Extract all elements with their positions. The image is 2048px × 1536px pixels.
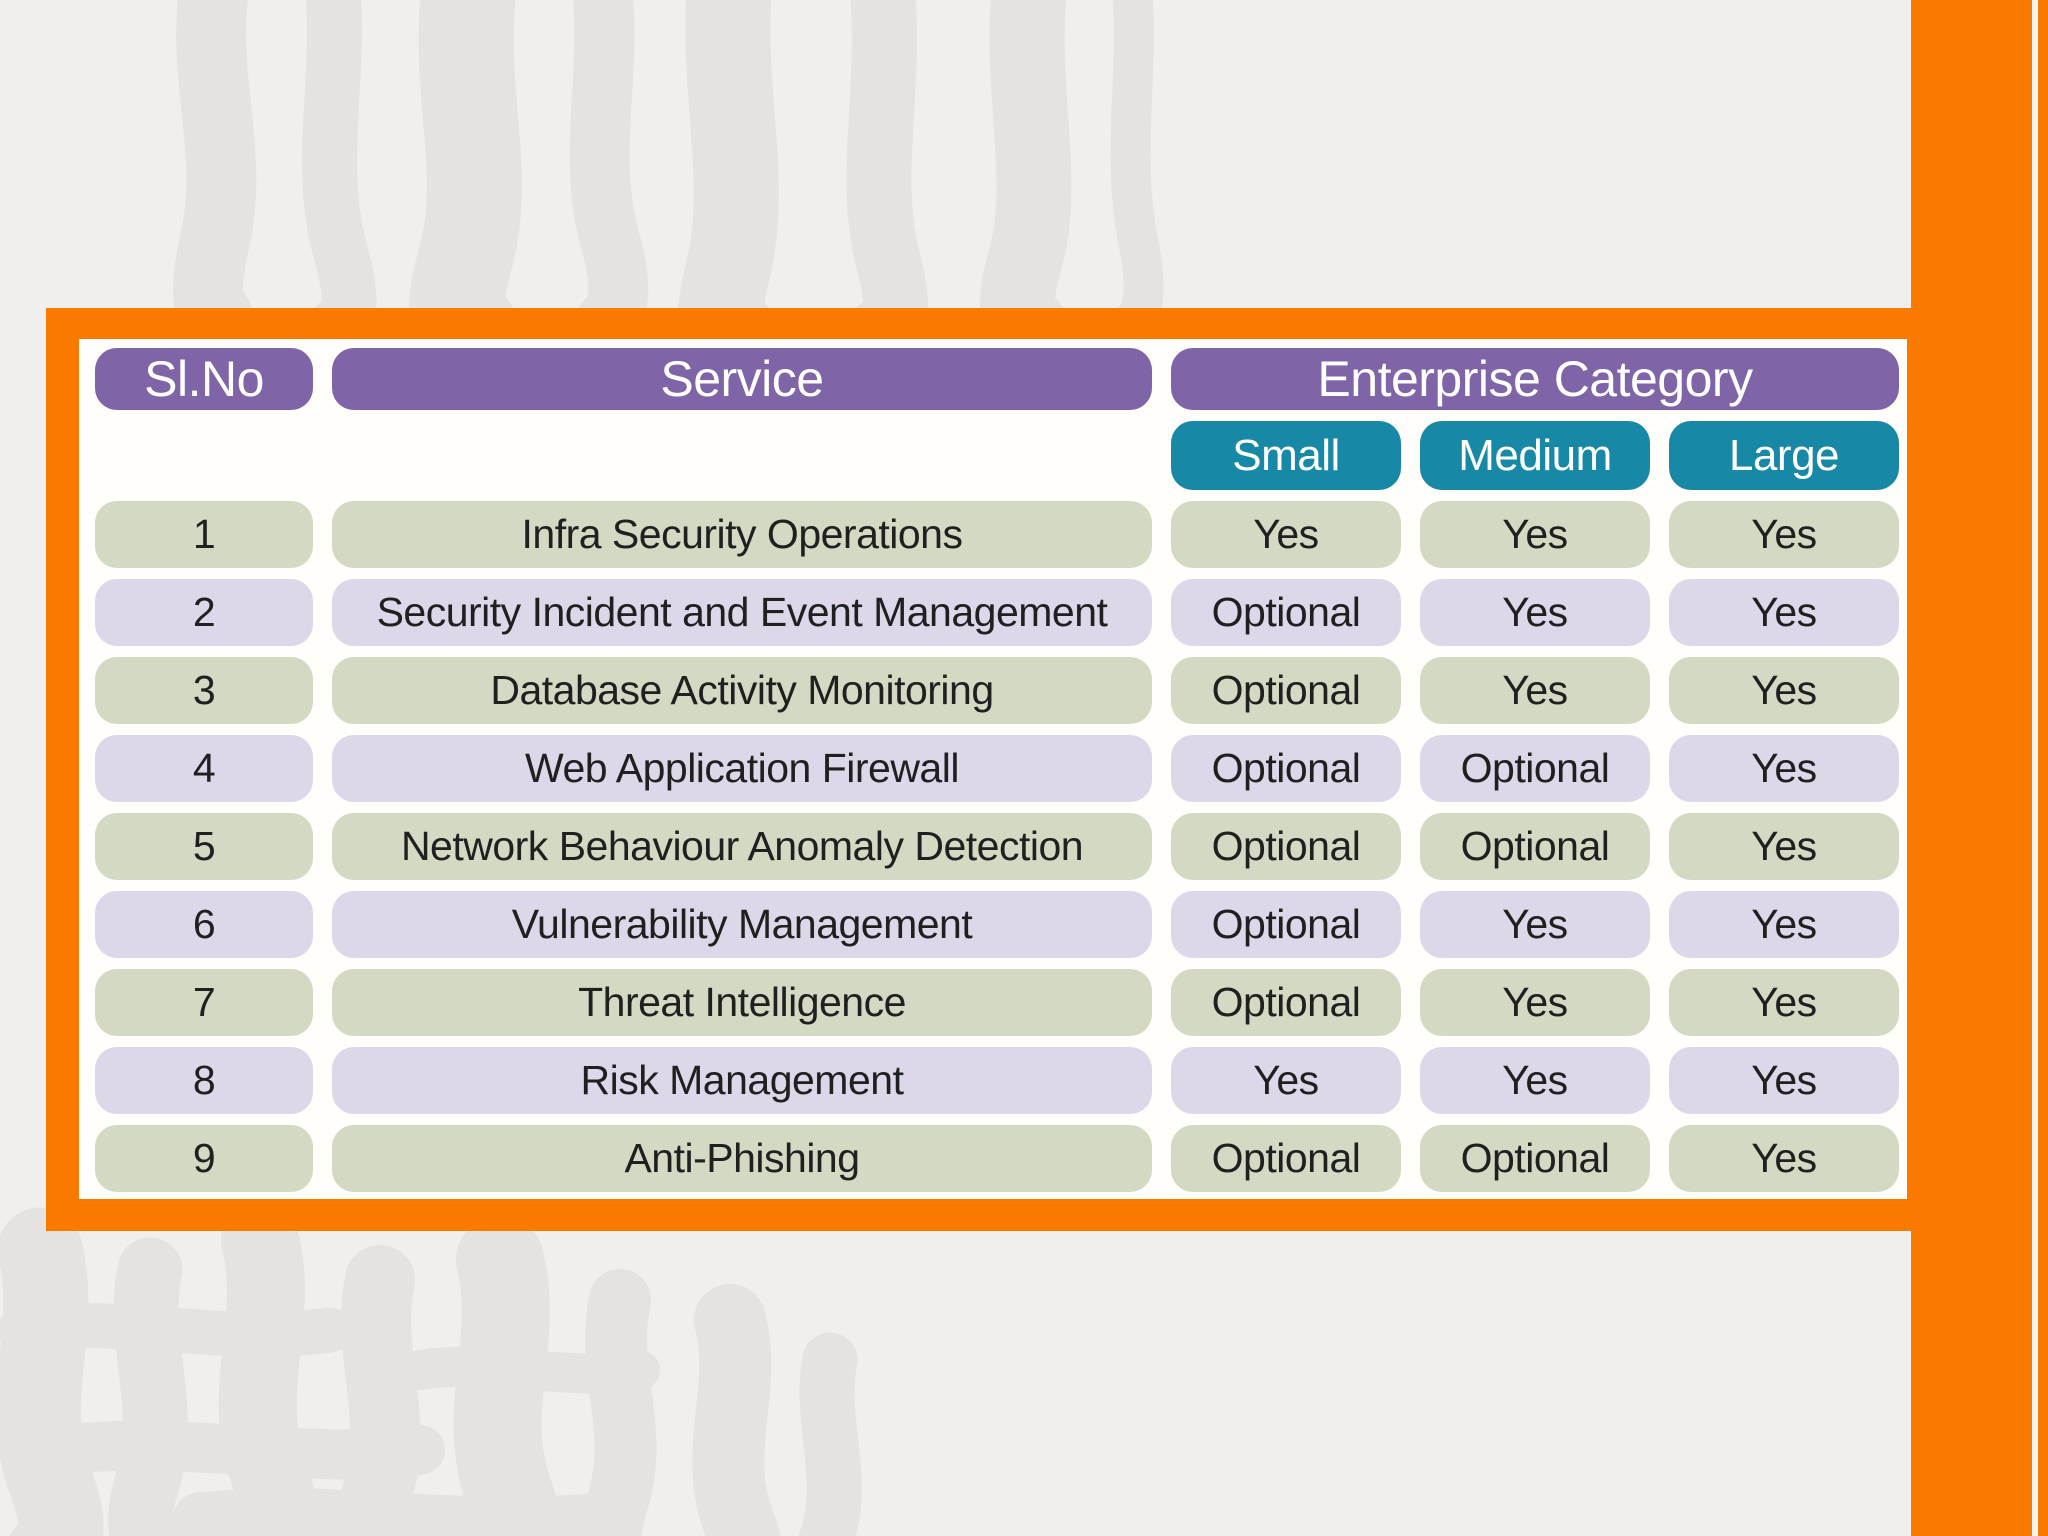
value-pill-medium: Yes (1420, 501, 1650, 568)
value-pill-medium: Yes (1420, 657, 1650, 724)
value-pill-large: Yes (1669, 579, 1899, 646)
right-accent-band (1911, 0, 2032, 1536)
value-pill-medium: Yes (1420, 969, 1650, 1036)
value-pill-large: Yes (1669, 1047, 1899, 1114)
header-cell-slno: Sl.No (95, 348, 313, 410)
value-pill-large: Yes (1669, 501, 1899, 568)
value-pill-large: Yes (1669, 1125, 1899, 1192)
value-pill-medium: Optional (1420, 735, 1650, 802)
service-pill: Risk Management (332, 1047, 1152, 1114)
value-pill-medium: Yes (1420, 1047, 1650, 1114)
right-accent-band-edge (2038, 0, 2048, 1536)
value-pill-small: Yes (1171, 501, 1401, 568)
value-pill-small: Optional (1171, 735, 1401, 802)
right-accent-band-gap (2032, 0, 2038, 1536)
value-pill-medium: Optional (1420, 1125, 1650, 1192)
row-number-pill: 8 (95, 1047, 313, 1114)
row-number-pill: 2 (95, 579, 313, 646)
category-pill-small: Small (1171, 421, 1401, 490)
service-pill: Infra Security Operations (332, 501, 1152, 568)
value-pill-small: Optional (1171, 579, 1401, 646)
category-pill-large: Large (1669, 421, 1899, 490)
row-number-pill: 6 (95, 891, 313, 958)
header-cell-enterprise-category: Enterprise Category (1171, 348, 1899, 410)
value-pill-medium: Yes (1420, 579, 1650, 646)
value-pill-small: Optional (1171, 657, 1401, 724)
category-pill-medium: Medium (1420, 421, 1650, 490)
row-number-pill: 1 (95, 501, 313, 568)
service-pill: Anti-Phishing (332, 1125, 1152, 1192)
header-cell-service: Service (332, 348, 1152, 410)
value-pill-small: Optional (1171, 969, 1401, 1036)
row-number-pill: 4 (95, 735, 313, 802)
service-pill: Vulnerability Management (332, 891, 1152, 958)
services-table: Sl.No Service Enterprise Category Small M… (79, 339, 1907, 1199)
value-pill-large: Yes (1669, 969, 1899, 1036)
value-pill-large: Yes (1669, 891, 1899, 958)
value-pill-small: Optional (1171, 1125, 1401, 1192)
value-pill-small: Optional (1171, 813, 1401, 880)
value-pill-medium: Optional (1420, 813, 1650, 880)
service-pill: Security Incident and Event Management (332, 579, 1152, 646)
service-pill: Database Activity Monitoring (332, 657, 1152, 724)
service-pill: Threat Intelligence (332, 969, 1152, 1036)
row-number-pill: 9 (95, 1125, 313, 1192)
value-pill-small: Optional (1171, 891, 1401, 958)
row-number-pill: 3 (95, 657, 313, 724)
service-pill: Web Application Firewall (332, 735, 1152, 802)
value-pill-large: Yes (1669, 813, 1899, 880)
row-number-pill: 5 (95, 813, 313, 880)
row-number-pill: 7 (95, 969, 313, 1036)
value-pill-large: Yes (1669, 735, 1899, 802)
value-pill-small: Yes (1171, 1047, 1401, 1114)
value-pill-medium: Yes (1420, 891, 1650, 958)
value-pill-large: Yes (1669, 657, 1899, 724)
service-pill: Network Behaviour Anomaly Detection (332, 813, 1152, 880)
